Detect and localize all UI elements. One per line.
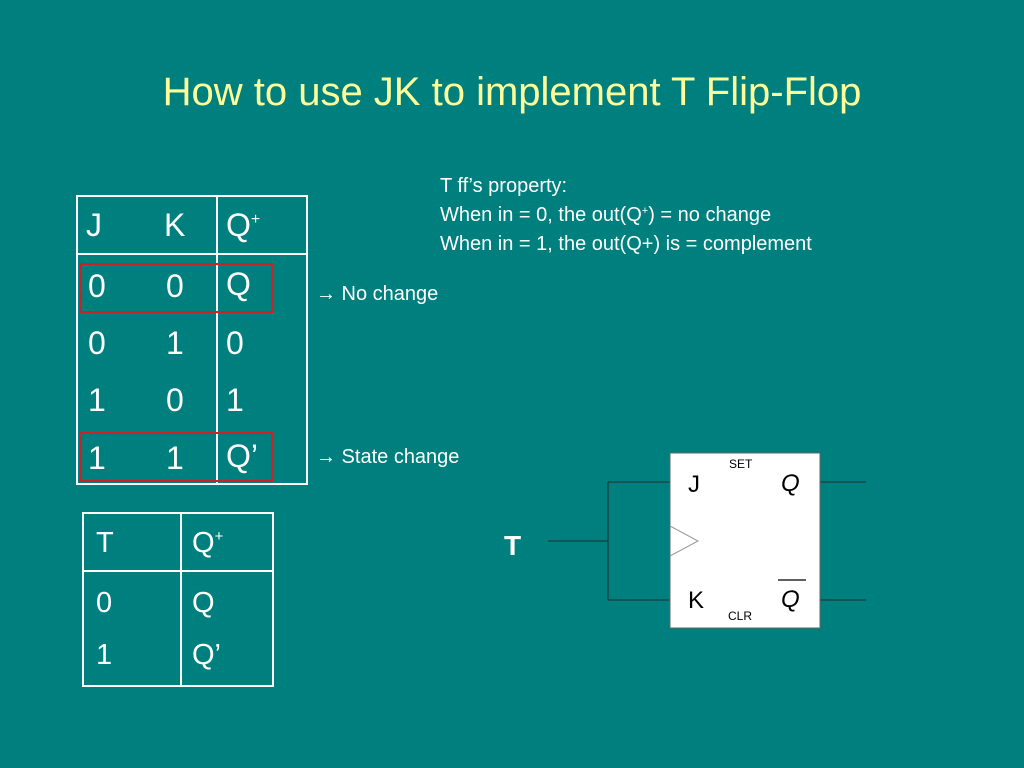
table-header-divider bbox=[84, 570, 272, 572]
annotation-state-change: → State change bbox=[316, 446, 460, 468]
arrow-right-icon: → bbox=[316, 446, 336, 468]
header-j: J bbox=[86, 207, 102, 243]
highlight-box-no-change bbox=[80, 263, 273, 313]
property-line-in-1: When in = 1, the out(Q+) is = complement bbox=[440, 233, 812, 255]
table-cell: Q’ bbox=[192, 639, 221, 671]
flipflop-set-label: SET bbox=[729, 457, 753, 471]
table-cell: 1 bbox=[166, 440, 184, 476]
table-cell: 0 bbox=[226, 325, 244, 361]
t-input-label: T bbox=[504, 530, 522, 561]
table-cell: Q bbox=[226, 266, 251, 302]
header-q-next: Q+ bbox=[192, 527, 224, 559]
flipflop-body bbox=[669, 452, 821, 629]
table-cell: 0 bbox=[88, 325, 106, 361]
clock-triangle-icon bbox=[669, 525, 700, 557]
flipflop-q-bar-label: Q bbox=[781, 586, 800, 613]
slide-title: How to use JK to implement T Flip-Flop bbox=[162, 70, 862, 114]
table-header-divider bbox=[78, 253, 306, 255]
table-cell: Q bbox=[192, 587, 215, 619]
header-t: T bbox=[96, 527, 114, 559]
arrow-right-icon: → bbox=[316, 283, 336, 305]
table-cell: 1 bbox=[96, 639, 113, 671]
table-cell: 1 bbox=[166, 325, 184, 361]
table-column-divider bbox=[180, 514, 182, 685]
t-truth-table: T Q+ 0 Q 1 Q’ bbox=[82, 512, 274, 687]
table-cell: 0 bbox=[166, 382, 184, 418]
flipflop-q-label: Q bbox=[781, 470, 800, 497]
table-cell: 0 bbox=[166, 268, 184, 304]
property-heading: T ff’s property: bbox=[440, 175, 568, 197]
flipflop-clr-label: CLR bbox=[728, 609, 752, 623]
flipflop-k-label: K bbox=[688, 587, 704, 614]
highlight-box-state-change bbox=[80, 432, 273, 482]
property-line-in-0: When in = 0, the out(Q+) = no change bbox=[440, 204, 772, 226]
t-ff-property: T ff’s property: When in = 0, the out(Q+… bbox=[440, 172, 812, 259]
annotation-no-change: → No change bbox=[316, 283, 439, 305]
table-cell: 0 bbox=[88, 268, 106, 304]
flipflop-j-label: J bbox=[688, 471, 700, 498]
table-cell: 1 bbox=[88, 440, 106, 476]
table-column-divider bbox=[216, 197, 218, 483]
table-cell: 1 bbox=[226, 382, 244, 418]
table-cell: Q’ bbox=[226, 438, 258, 474]
header-q-next: Q+ bbox=[226, 207, 261, 243]
header-k: K bbox=[164, 207, 186, 243]
table-cell: 0 bbox=[96, 587, 113, 619]
jk-truth-table: J K Q+ 0 0 Q 0 1 0 1 0 1 1 1 Q’ bbox=[76, 195, 308, 485]
table-cell: 1 bbox=[88, 382, 106, 418]
